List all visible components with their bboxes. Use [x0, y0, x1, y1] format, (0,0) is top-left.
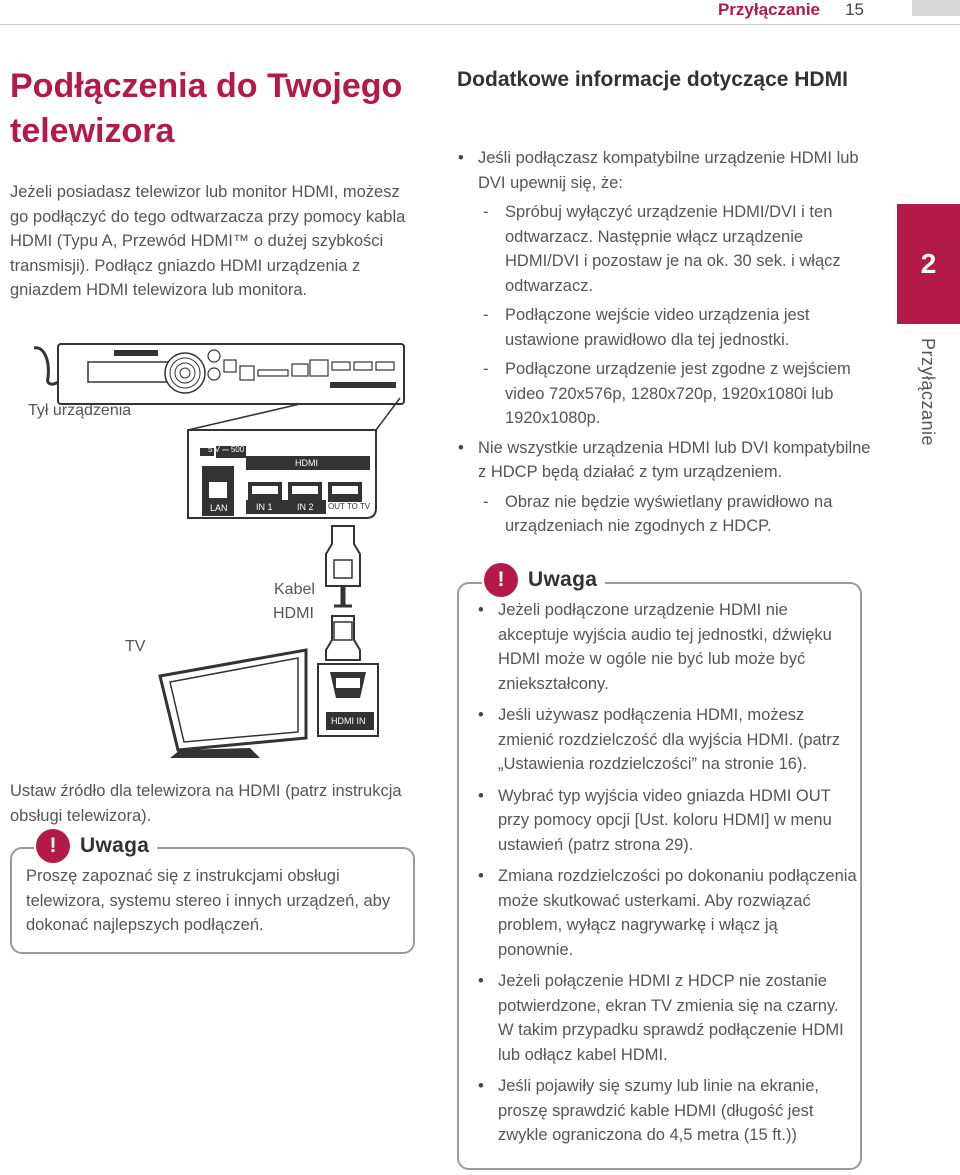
- note-item: Jeżeli podłączone urządzenie HDMI nie ak…: [477, 598, 857, 696]
- usb-power-label: 5 V ⎓ 500 mA: [208, 445, 259, 454]
- note-title-right: Uwaga: [528, 568, 598, 591]
- dash-restart-devices: Spróbuj wyłączyć urządzenie HDMI/DVI i t…: [457, 200, 877, 298]
- page-header: Przyłączanie 15: [0, 0, 960, 26]
- exclamation-icon: !: [36, 829, 70, 863]
- dash-hdcp-image: Obraz nie będzie wyświetlany prawidłowo …: [457, 490, 877, 539]
- header-section-title: Przyłączanie: [717, 0, 820, 19]
- tv-hdmi-in-label: HDMI IN: [331, 716, 366, 726]
- chapter-tab: 2: [897, 204, 960, 324]
- back-label: Tył urządzenia: [28, 402, 132, 419]
- note-title-left: Uwaga: [80, 834, 150, 857]
- hdmi-in1-label: IN 1: [256, 502, 273, 512]
- dash-video-compat: Podłączone urządzenie jest zgodne z wejś…: [457, 357, 877, 431]
- tv-source-instruction: Ustaw źródło dla telewizora na HDMI (pat…: [10, 782, 402, 825]
- chapter-number: 2: [920, 248, 937, 279]
- header-page-number: 15: [845, 0, 864, 19]
- intro-paragraph: Jeżeli posiadasz telewizor lub monitor H…: [10, 183, 406, 299]
- cable-label-line1: Kabel: [274, 581, 315, 598]
- dash-video-input: Podłączone wejście video urządzenia jest…: [457, 303, 877, 352]
- note-item: Wybrać typ wyjścia video gniazda HDMI OU…: [477, 784, 857, 858]
- note-item: Jeżeli połączenie HDMI z HDCP nie zostan…: [477, 969, 857, 1067]
- hdmi-in2-label: IN 2: [297, 502, 314, 512]
- exclamation-icon: !: [484, 563, 518, 597]
- cable-label-line2: HDMI: [273, 605, 314, 622]
- note-box-left: [10, 847, 415, 954]
- section-heading-hdmi: Dodatkowe informacje dotyczące HDMI: [457, 68, 848, 91]
- note-header-left: ! Uwaga: [34, 829, 158, 863]
- note-header-right: ! Uwaga: [482, 563, 606, 597]
- bullet-hdcp: Nie wszystkie urządzenia HDMI lub DVI ko…: [457, 436, 877, 485]
- note-item: Jeśli używasz podłączenia HDMI, możesz z…: [477, 703, 857, 777]
- header-decor-bar: [912, 0, 960, 16]
- hdmi-out-label: OUT TO TV: [328, 502, 371, 511]
- tv-label: TV: [125, 638, 146, 655]
- note-box-right: [457, 582, 862, 1170]
- note-list-right: Jeżeli podłączone urządzenie HDMI nie ak…: [477, 598, 857, 1155]
- note-text-left: Proszę zapoznać się z instrukcjami obsłu…: [26, 867, 391, 934]
- lan-port-label: LAN: [210, 503, 228, 513]
- note-item: Jeśli pojawiły się szumy lub linie na ek…: [477, 1074, 857, 1148]
- chapter-label-wrap: Przyłączanie: [888, 338, 960, 458]
- hdmi-group-label: HDMI: [295, 458, 318, 468]
- hdmi-info-list: Jeśli podłączasz kompatybilne urządzenie…: [457, 146, 877, 544]
- connection-diagram: Tył urządzenia Kabel HDMI TV: [10, 338, 420, 758]
- diagram-graphic: [33, 343, 405, 758]
- header-divider: [0, 24, 960, 25]
- note-item: Zmiana rozdzielczości po dokonaniu podłą…: [477, 864, 857, 962]
- bullet-compatible-device: Jeśli podłączasz kompatybilne urządzenie…: [457, 146, 877, 195]
- page-title: Podłączenia do Twojego telewizora: [10, 67, 403, 150]
- chapter-label: Przyłączanie: [918, 338, 938, 447]
